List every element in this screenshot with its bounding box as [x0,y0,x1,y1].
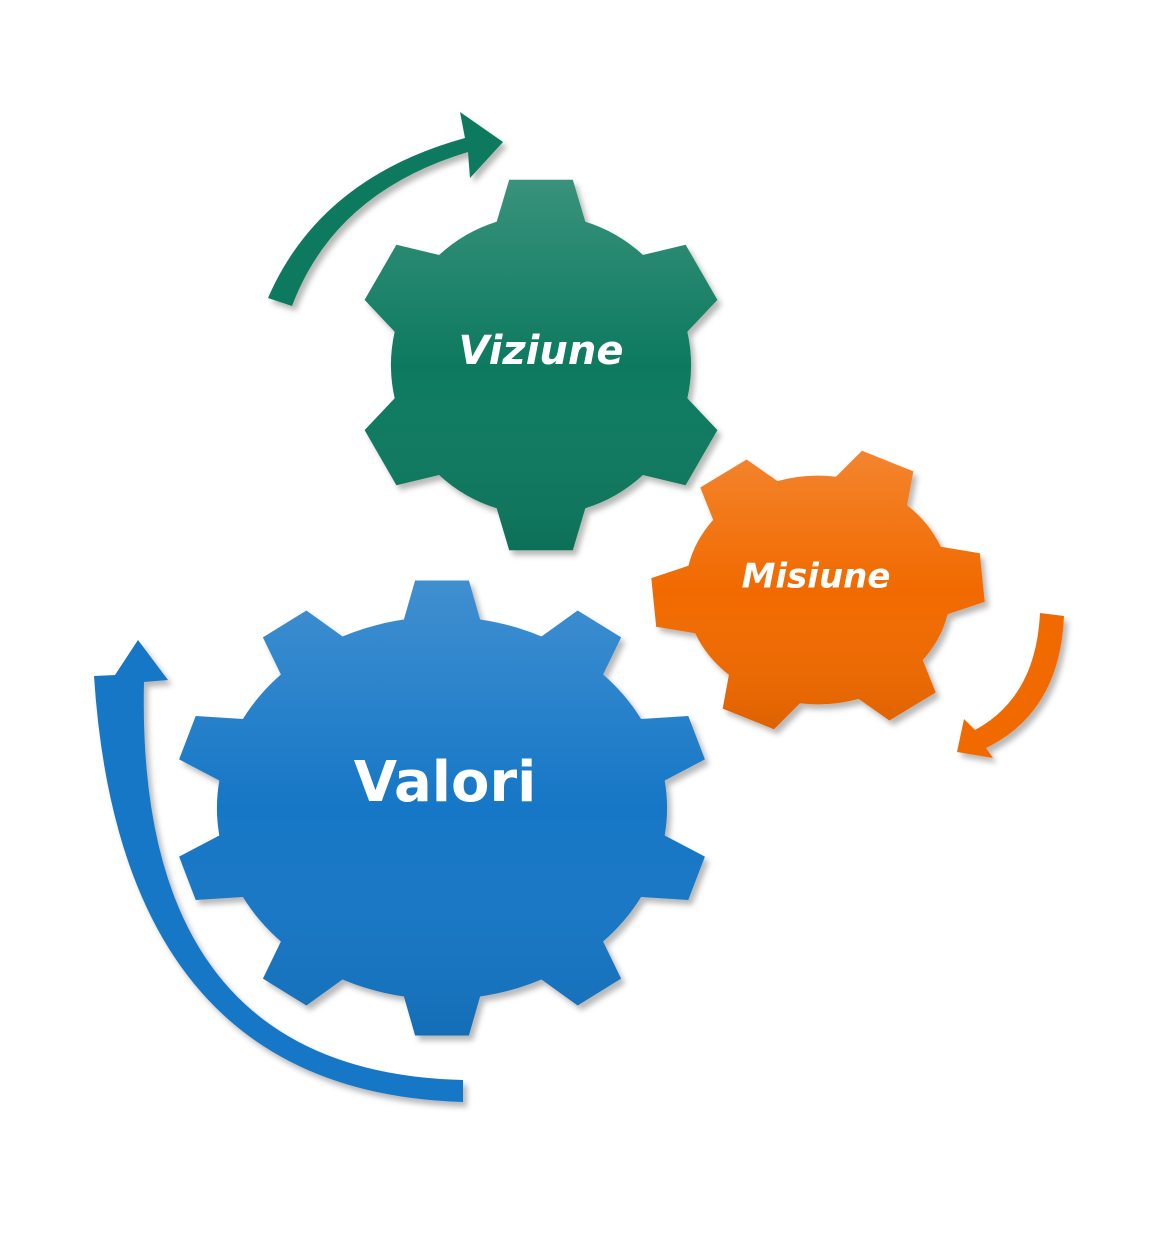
valori-gear-gloss [179,580,705,1036]
viziune-arrow [268,112,503,306]
viziune-label: Viziune [458,328,623,374]
valori-gear [179,580,705,1036]
viziune-gear-gloss [364,179,718,551]
misiune-gear [651,450,985,730]
misiune-arrow [957,613,1064,758]
valori-label: Valori [354,750,537,815]
arrows-layer [94,112,1064,1102]
misiune-label: Misiune [742,557,891,597]
gears-layer [179,179,985,1036]
viziune-gear [364,179,718,551]
misiune-gear-gloss [651,450,985,730]
valori-arrow [94,640,463,1102]
